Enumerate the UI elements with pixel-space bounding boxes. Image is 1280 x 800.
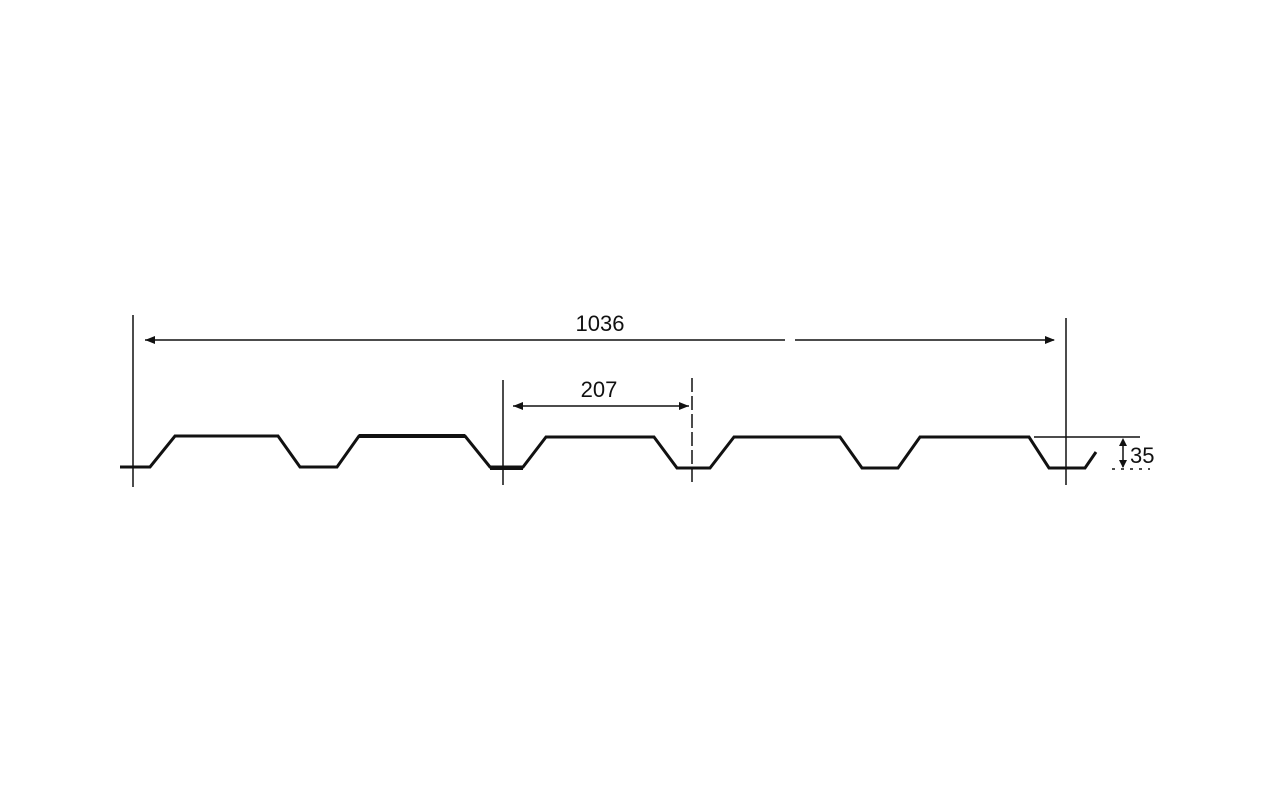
dimension-label-total-width: 1036 xyxy=(576,311,625,336)
arrowhead-height-top xyxy=(1119,438,1127,446)
arrowhead-total-left xyxy=(145,336,155,344)
arrowhead-pitch-right xyxy=(679,402,689,410)
arrowhead-total-right xyxy=(1045,336,1055,344)
sheet-profile-line xyxy=(120,434,1098,470)
dimension-label-profile-height: 35 xyxy=(1130,443,1154,468)
arrowhead-pitch-left xyxy=(513,402,523,410)
arrowhead-height-bottom xyxy=(1119,460,1127,468)
dimension-label-rib-pitch: 207 xyxy=(581,377,618,402)
